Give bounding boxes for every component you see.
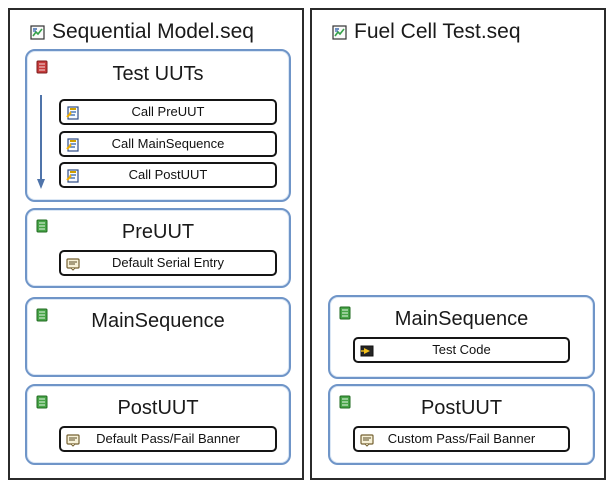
step-call-mainsequence[interactable]: Call MainSequence — [59, 131, 277, 157]
postuut-sequence: PostUUT Default Pass/Fail Banner — [25, 384, 291, 465]
sequence-call-icon — [65, 168, 81, 184]
step-default-pass-fail-banner[interactable]: Default Pass/Fail Banner — [59, 426, 277, 452]
file-title: Sequential Model.seq — [52, 20, 254, 43]
sequential-model-file-panel: Sequential Model.seq Test UUTs Call PreU… — [8, 8, 304, 480]
mainsequence-sequence: MainSequence — [25, 297, 291, 377]
sequence-title: MainSequence — [91, 310, 225, 332]
sequence-title: MainSequence — [394, 308, 529, 330]
sequence-call-icon — [65, 105, 81, 121]
step-test-code[interactable]: Test Code — [353, 337, 570, 363]
sequence-title: PostUUT — [117, 397, 199, 419]
sequence-call-icon — [65, 137, 81, 153]
fuel-cell-test-file-header: Fuel Cell Test.seq — [332, 20, 521, 44]
file-title: Fuel Cell Test.seq — [354, 20, 521, 43]
fuel-cell-mainsequence-sequence: MainSequence Test Code — [328, 295, 595, 379]
step-label: Test Code — [432, 342, 491, 357]
fuel-cell-test-file-panel: Fuel Cell Test.seq MainSequence Test Cod… — [310, 8, 606, 480]
step-label: Call MainSequence — [111, 136, 225, 151]
sequence-file-icon — [332, 25, 347, 40]
step-label: Call PreUUT — [131, 104, 205, 119]
message-popup-icon — [65, 256, 81, 272]
sequence-file-icon — [30, 25, 45, 40]
sequential-model-file-header: Sequential Model.seq — [30, 20, 254, 44]
preuut-sequence: PreUUT Default Serial Entry — [25, 208, 291, 288]
action-code-icon — [359, 343, 375, 359]
step-label: Default Pass/Fail Banner — [96, 431, 240, 446]
step-default-serial-entry[interactable]: Default Serial Entry — [59, 250, 277, 276]
sequence-title: Test UUTs — [112, 63, 204, 85]
step-label: Call PostUUT — [128, 167, 208, 182]
step-call-postuut[interactable]: Call PostUUT — [59, 162, 277, 188]
step-label: Custom Pass/Fail Banner — [387, 431, 536, 446]
sequence-title: PreUUT — [121, 221, 195, 243]
message-popup-icon — [359, 432, 375, 448]
step-call-preuut[interactable]: Call PreUUT — [59, 99, 277, 125]
message-popup-icon — [65, 432, 81, 448]
step-custom-pass-fail-banner[interactable]: Custom Pass/Fail Banner — [353, 426, 570, 452]
flow-arrow-icon — [37, 95, 45, 189]
sequence-title: PostUUT — [420, 397, 503, 419]
step-label: Default Serial Entry — [112, 255, 224, 270]
test-uuts-sequence: Test UUTs Call PreUUT Call MainSequence … — [25, 49, 291, 202]
fuel-cell-postuut-sequence: PostUUT Custom Pass/Fail Banner — [328, 384, 595, 465]
